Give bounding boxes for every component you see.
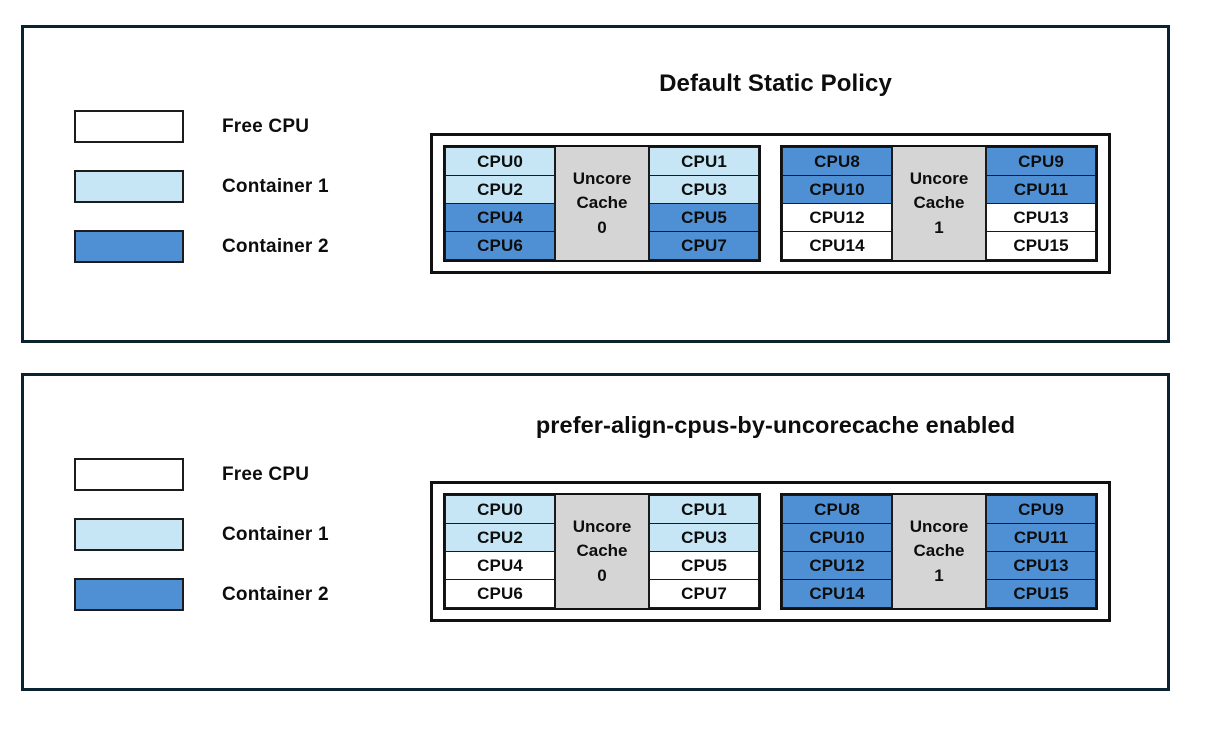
uncore-cache-label-line-3: 1 xyxy=(934,217,944,237)
cpu-cell-cpu5: CPU5 xyxy=(649,551,759,580)
uncore-cache-label-line-3: 1 xyxy=(934,565,944,585)
legend-label-free-cpu: Free CPU xyxy=(222,115,310,137)
panel-default-static-policy: Default Static Policy Free CPU Container… xyxy=(21,25,1170,343)
legend-item-container-1: Container 1 xyxy=(74,170,329,203)
uncore-cache-label-line-1: Uncore xyxy=(909,516,969,536)
cpu-cell-cpu3: CPU3 xyxy=(649,175,759,204)
cpu-cell-cpu13: CPU13 xyxy=(986,203,1096,232)
page-title-bottom: prefer-align-cpus-by-uncorecache enabled xyxy=(535,412,1016,438)
cpu-cell-cpu9: CPU9 xyxy=(986,147,1096,176)
cpu-cell-cpu13: CPU13 xyxy=(986,551,1096,580)
uncore-cache-label-line-3: 0 xyxy=(597,217,607,237)
panel-prefer-align-cpus-by-uncorecache: prefer-align-cpus-by-uncorecache enabled… xyxy=(21,373,1170,691)
uncore-cache-label-line-2: Cache xyxy=(913,193,965,213)
uncore-cache-label-line-1: Uncore xyxy=(572,168,632,188)
cpu-cell-cpu2: CPU2 xyxy=(445,175,555,204)
uncore-cache-label-line-1: Uncore xyxy=(909,168,969,188)
cpu-cell-cpu1: CPU1 xyxy=(649,495,759,524)
legend-item-container-2: Container 2 xyxy=(74,230,329,263)
legend-label-free-cpu: Free CPU xyxy=(222,463,310,485)
cpu-cell-cpu12: CPU12 xyxy=(782,203,892,232)
cpu-cell-cpu0: CPU0 xyxy=(445,147,555,176)
page-title-top: Default Static Policy xyxy=(659,70,892,97)
legend-swatch-container-2 xyxy=(74,230,184,263)
cpu-cell-cpu10: CPU10 xyxy=(782,175,892,204)
cpu-cell-cpu8: CPU8 xyxy=(782,495,892,524)
cpu-cell-cpu14: CPU14 xyxy=(782,231,892,260)
cpu-cell-cpu10: CPU10 xyxy=(782,523,892,552)
uncore-cache-label-line-1: Uncore xyxy=(572,516,632,536)
cpu-cell-cpu1: CPU1 xyxy=(649,147,759,176)
legend-swatch-container-1 xyxy=(74,518,184,551)
legend-item-container-1: Container 1 xyxy=(74,518,329,551)
cpu-cell-cpu3: CPU3 xyxy=(649,523,759,552)
cpu-cell-cpu2: CPU2 xyxy=(445,523,555,552)
cpu-cell-cpu6: CPU6 xyxy=(445,231,555,260)
uncore-cache-label-line-3: 0 xyxy=(597,565,607,585)
legend-swatch-free-cpu xyxy=(74,458,184,491)
legend-label-container-1: Container 1 xyxy=(222,523,329,545)
cpu-cell-cpu7: CPU7 xyxy=(649,579,759,608)
legend-label-container-2: Container 2 xyxy=(222,583,329,605)
legend-top: Free CPU Container 1 Container 2 xyxy=(74,110,329,290)
cpu-cell-cpu8: CPU8 xyxy=(782,147,892,176)
cpu-cell-cpu4: CPU4 xyxy=(445,203,555,232)
legend-bottom: Free CPU Container 1 Container 2 xyxy=(74,458,329,638)
uncore-cache-label-line-2: Cache xyxy=(576,193,628,213)
cpu-cell-cpu15: CPU15 xyxy=(986,231,1096,260)
uncore-cache-label-line-2: Cache xyxy=(576,541,628,561)
legend-item-free-cpu: Free CPU xyxy=(74,110,329,143)
cpu-cell-cpu11: CPU11 xyxy=(986,175,1096,204)
legend-swatch-free-cpu xyxy=(74,110,184,143)
legend-label-container-1: Container 1 xyxy=(222,175,329,197)
cpu-cell-cpu4: CPU4 xyxy=(445,551,555,580)
cpu-cell-cpu6: CPU6 xyxy=(445,579,555,608)
legend-swatch-container-2 xyxy=(74,578,184,611)
cpu-cell-cpu15: CPU15 xyxy=(986,579,1096,608)
cpu-cell-cpu5: CPU5 xyxy=(649,203,759,232)
cpu-cell-cpu11: CPU11 xyxy=(986,523,1096,552)
uncore-cache-label-line-2: Cache xyxy=(913,541,965,561)
cpu-cell-cpu9: CPU9 xyxy=(986,495,1096,524)
cpu-cell-cpu7: CPU7 xyxy=(649,231,759,260)
legend-item-container-2: Container 2 xyxy=(74,578,329,611)
legend-label-container-2: Container 2 xyxy=(222,235,329,257)
legend-item-free-cpu: Free CPU xyxy=(74,458,329,491)
cpu-cell-cpu14: CPU14 xyxy=(782,579,892,608)
cpu-cell-cpu0: CPU0 xyxy=(445,495,555,524)
cpu-cell-cpu12: CPU12 xyxy=(782,551,892,580)
legend-swatch-container-1 xyxy=(74,170,184,203)
